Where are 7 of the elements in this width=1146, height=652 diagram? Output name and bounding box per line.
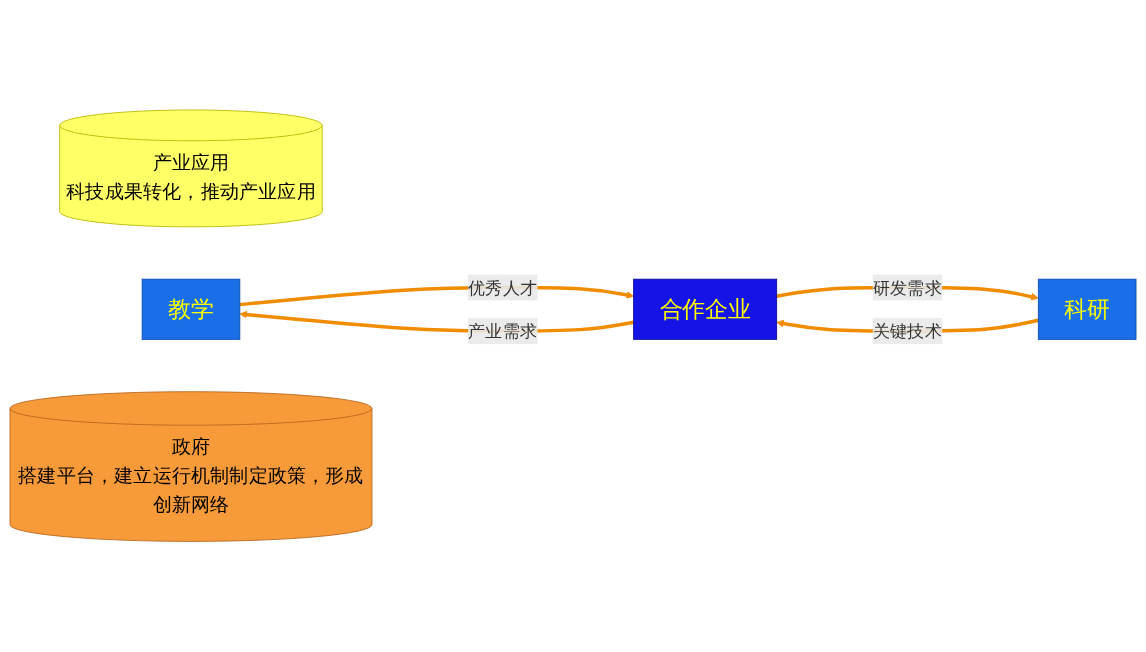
edge-label: 关键技术	[872, 320, 943, 342]
node-box: 教学	[141, 279, 241, 341]
edge-label: 优秀人才	[467, 277, 538, 299]
edge-label: 产业需求	[467, 320, 538, 342]
edge-label: 研发需求	[872, 277, 943, 299]
node-box: 合作企业	[633, 279, 778, 341]
node-box: 科研	[1037, 279, 1137, 341]
